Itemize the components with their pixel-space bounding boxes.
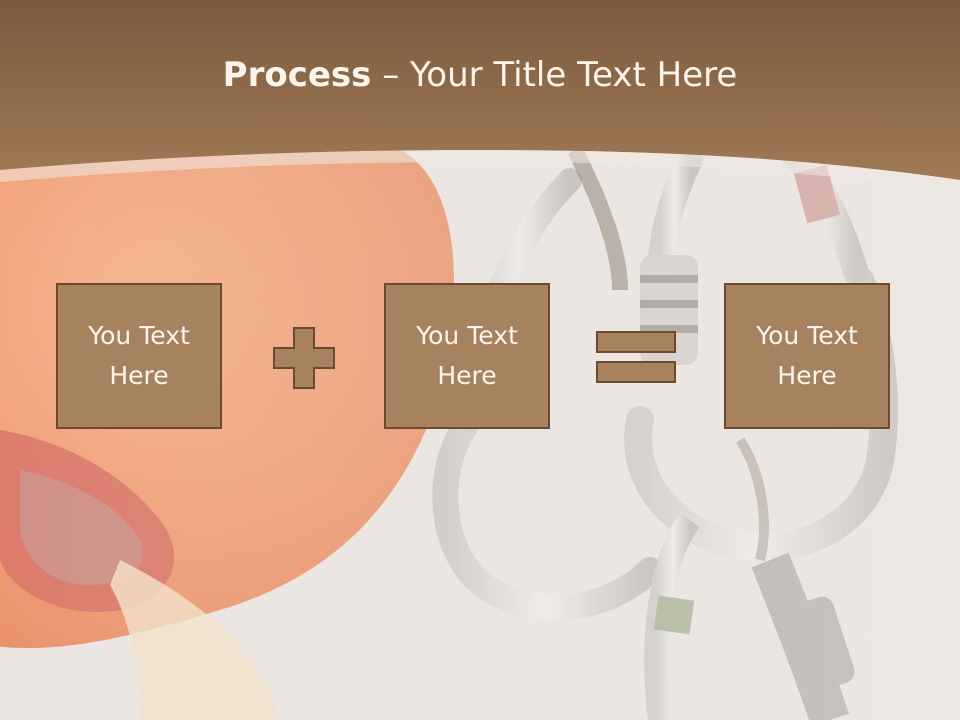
process-box-3-text: You Text Here: [756, 321, 858, 390]
title-text: Your Title Text Here: [410, 55, 738, 95]
equals-icon: [596, 331, 676, 383]
process-box-1-text: You Text Here: [88, 321, 190, 390]
process-box-2[interactable]: You Text Here: [384, 283, 550, 429]
process-box-3[interactable]: You Text Here: [724, 283, 890, 429]
process-box-2-text: You Text Here: [416, 321, 518, 390]
plus-icon: [273, 327, 335, 389]
title-dash: –: [371, 55, 411, 95]
slide-title: Process – Your Title Text Here: [0, 52, 960, 98]
process-box-1[interactable]: You Text Here: [56, 283, 222, 429]
title-bold: Process: [222, 55, 372, 95]
